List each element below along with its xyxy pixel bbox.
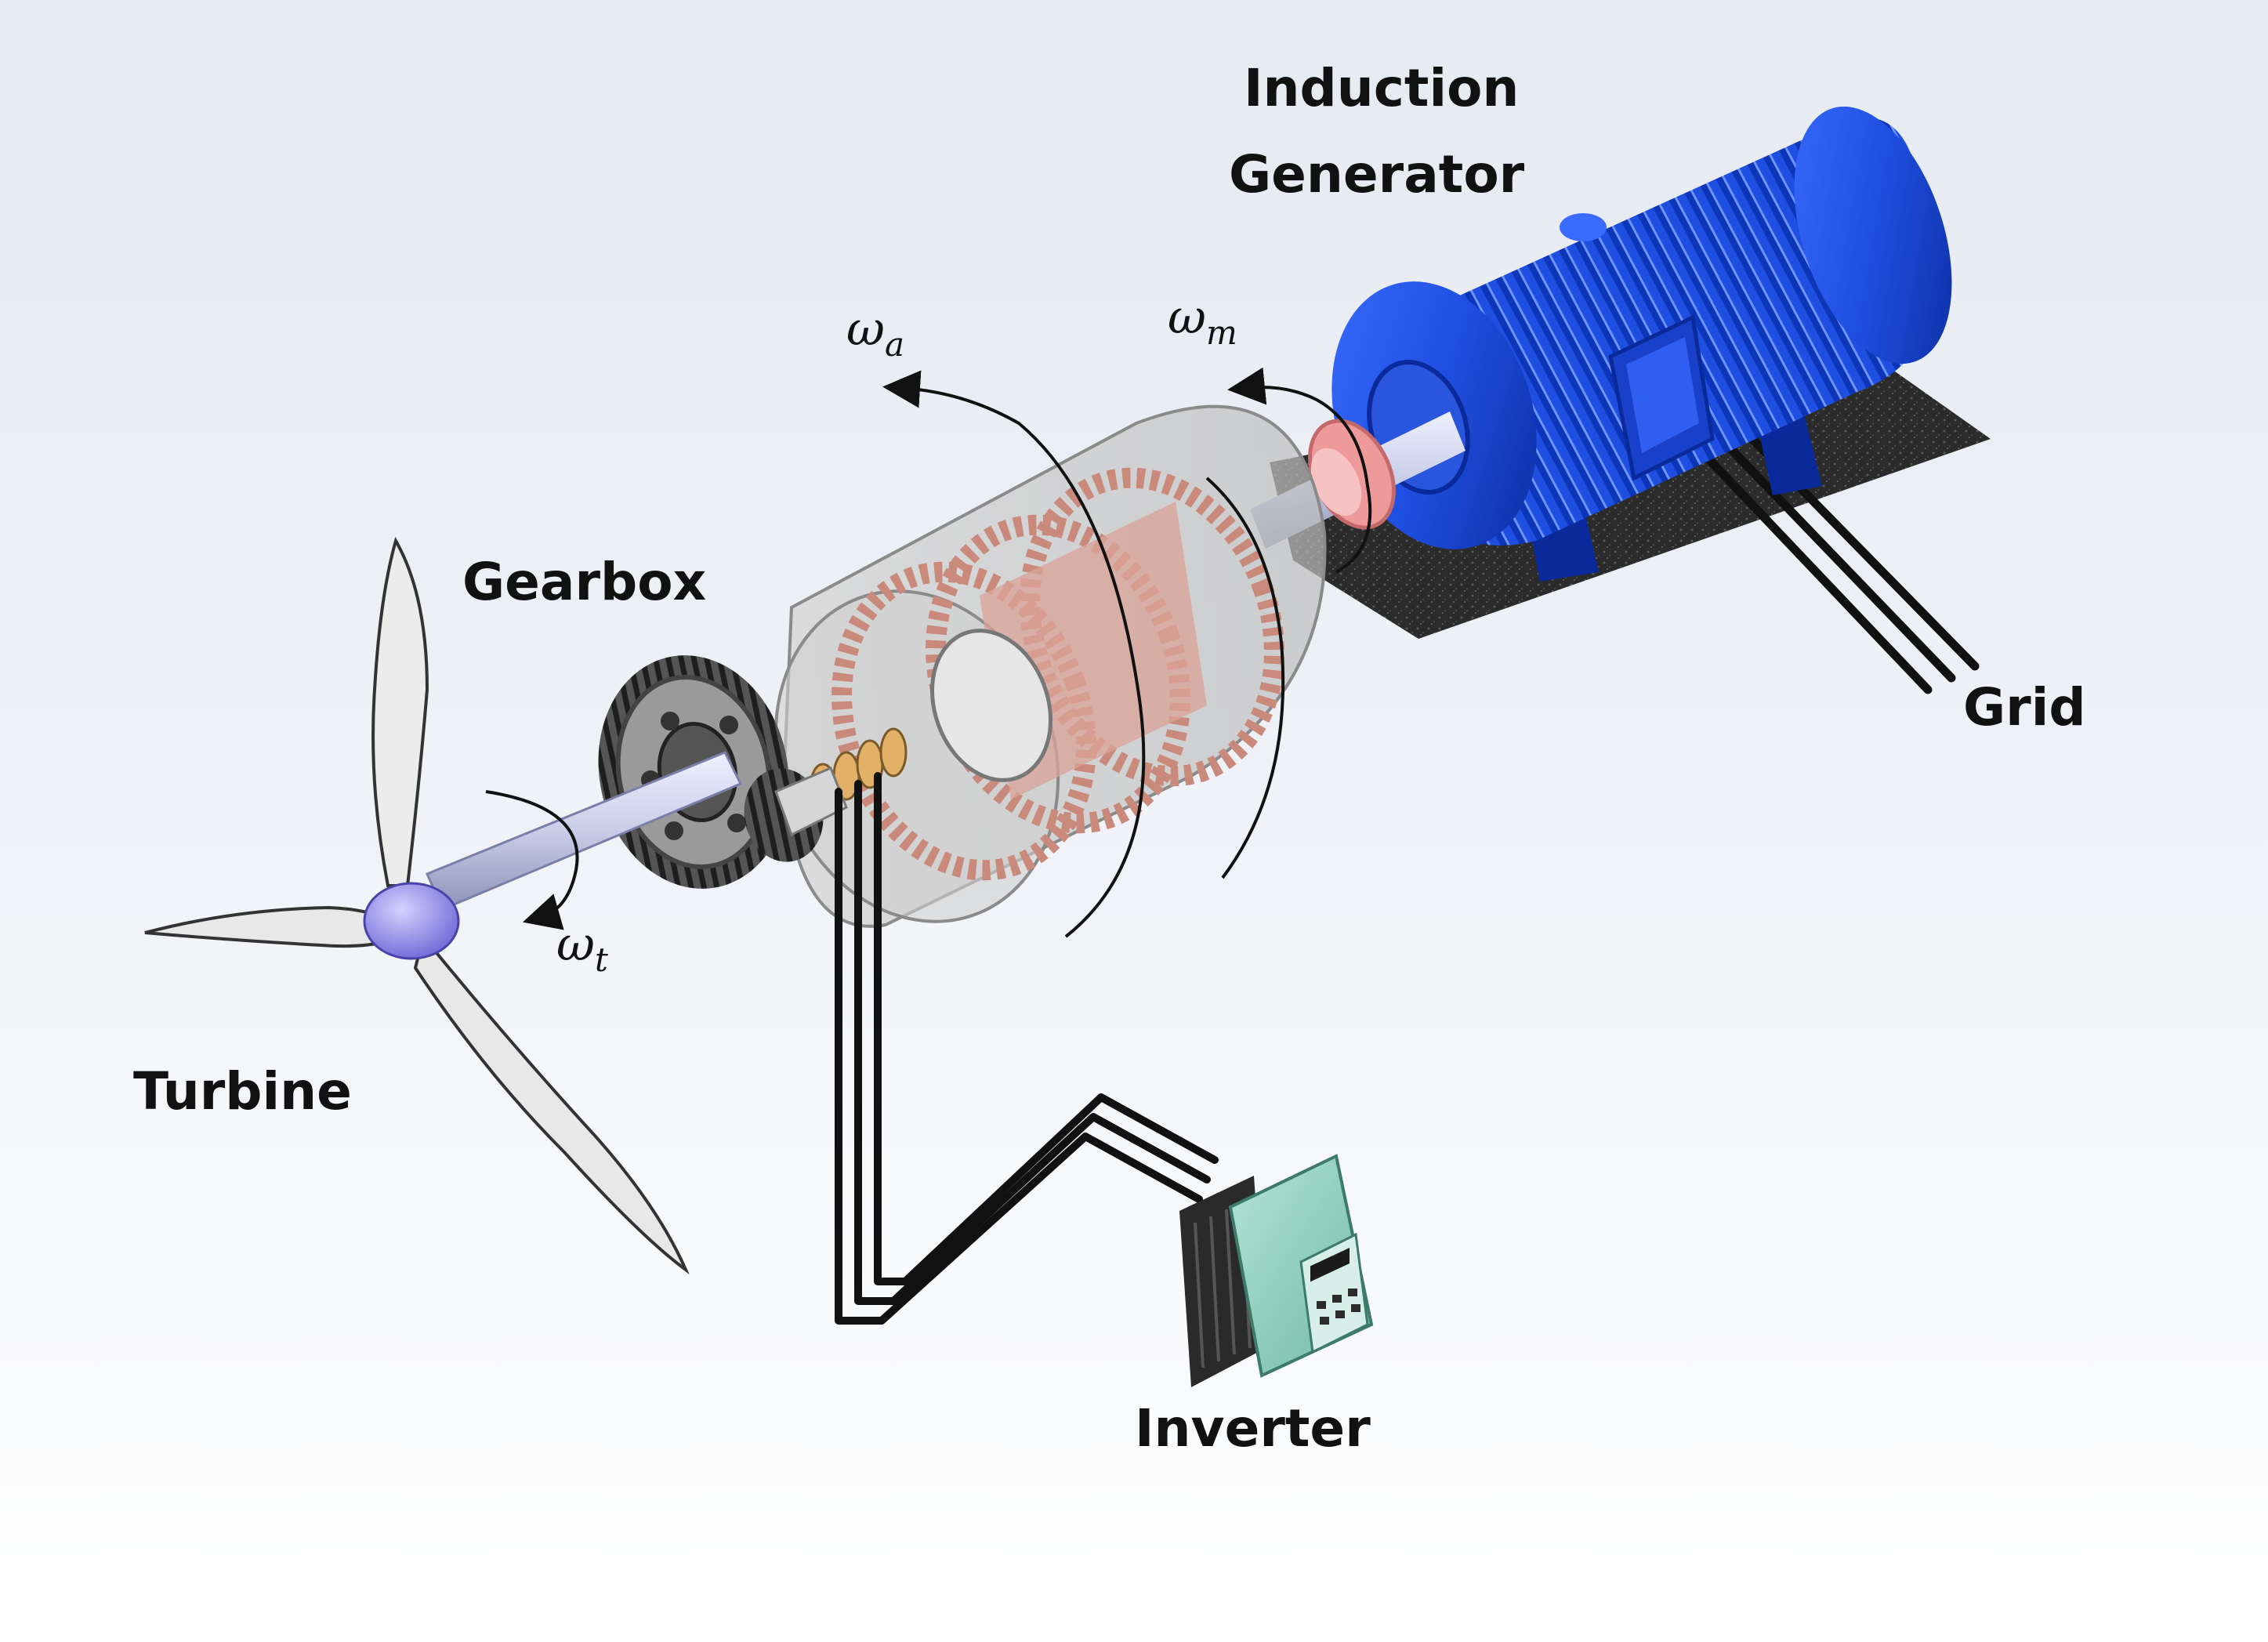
rotation-arrows <box>485 367 1372 938</box>
generator-end-cap <box>1794 106 1952 364</box>
turbine-rotation-arrow <box>485 790 579 930</box>
turbine-blade-lower <box>413 933 690 1274</box>
machine-rotation-arrow <box>1227 367 1372 574</box>
lifting-lug <box>1560 213 1607 241</box>
omega-a-symbol: ω <box>846 302 885 357</box>
gear-hole <box>661 712 679 730</box>
gear-hole <box>727 814 746 832</box>
induction-generator <box>1331 106 1952 582</box>
label-inverter: Inverter <box>1135 1398 1371 1459</box>
inverter-display <box>1310 1248 1350 1282</box>
auxiliary-machine <box>774 404 1327 928</box>
label-gearbox: Gearbox <box>462 552 706 612</box>
aux-rotation-arrow-right <box>1205 477 1285 879</box>
label-turbine: Turbine <box>133 1061 352 1122</box>
label-induction-line1: Induction <box>1244 58 1519 118</box>
pinion-shaft <box>774 767 848 837</box>
omega-t-symbol: ω <box>556 917 595 972</box>
wind-turbine-rotor <box>144 536 690 1274</box>
label-grid: Grid <box>1963 677 2086 738</box>
inverter-unit <box>1179 1154 1374 1387</box>
omega-m-symbol: ω <box>1168 290 1206 345</box>
inverter-keypad <box>1317 1289 1360 1325</box>
rotor-bore <box>929 629 1053 782</box>
turbine-hub <box>363 882 460 960</box>
coupling-face <box>1310 448 1362 517</box>
terminal-box-lid <box>1626 337 1699 453</box>
omega-turbine: ωt <box>556 917 608 979</box>
gear-hole <box>719 716 738 734</box>
gear-hole <box>665 821 683 840</box>
omega-t-subscript: t <box>595 941 608 979</box>
omega-machine: ωm <box>1168 290 1237 352</box>
label-induction-line2: Generator <box>1229 144 1525 205</box>
inverter-cables <box>835 772 1219 1325</box>
omega-auxiliary: ωa <box>846 302 904 364</box>
omega-m-subscript: m <box>1206 314 1237 352</box>
aux-rotation-arrow-left <box>882 370 1146 938</box>
omega-a-subscript: a <box>885 325 904 364</box>
